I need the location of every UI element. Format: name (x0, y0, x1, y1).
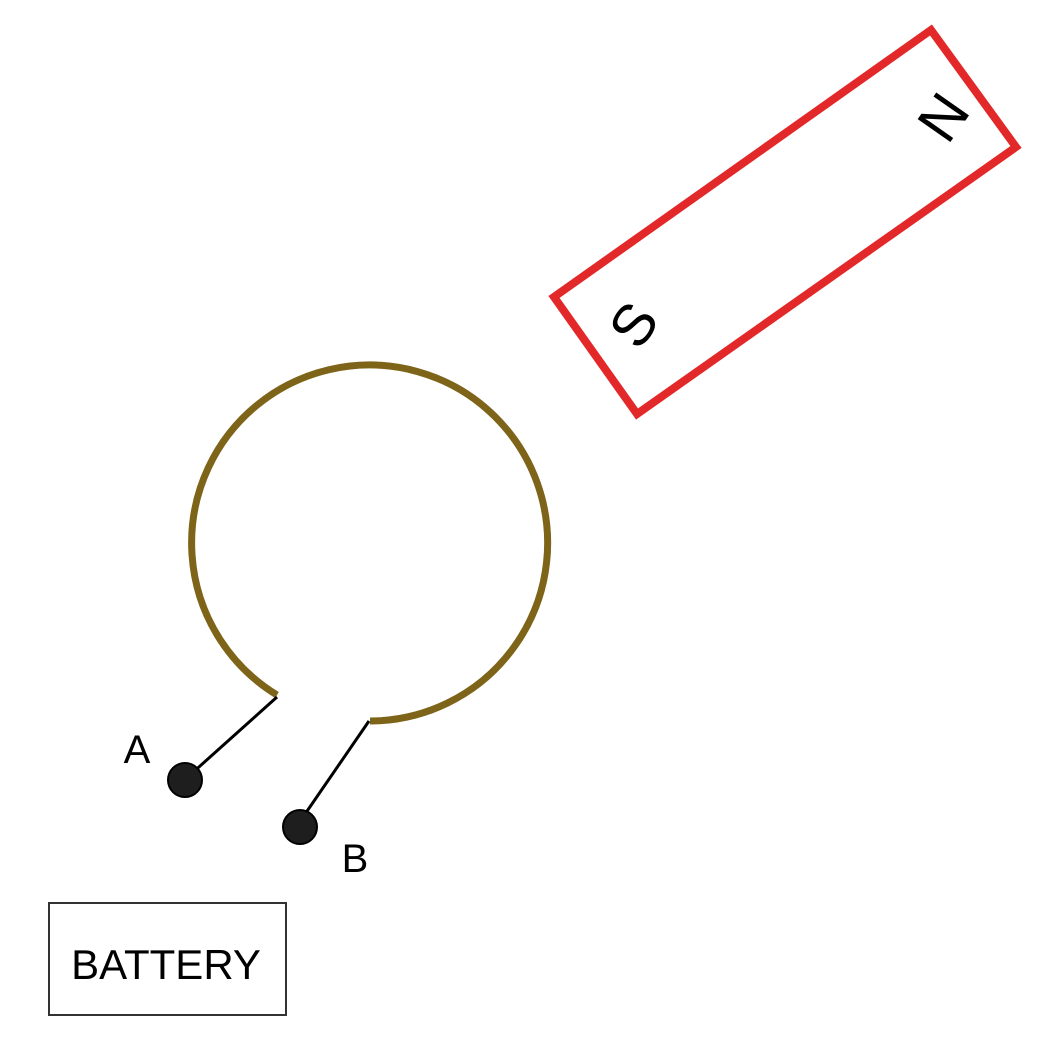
terminal-b[interactable] (282, 809, 318, 845)
terminal-b-label: B (342, 837, 369, 881)
wire-coil-loop (188, 361, 552, 725)
terminal-a-label: A (124, 728, 151, 772)
battery-label: BATTERY (71, 941, 261, 988)
lead-wire-b (301, 720, 371, 818)
magnet-north-label: N (904, 81, 981, 153)
lead-wire-a (188, 695, 279, 777)
battery-box (48, 902, 287, 1016)
terminal-a[interactable] (167, 762, 203, 798)
bar-magnet: N S (548, 24, 1022, 420)
magnet-south-label: S (596, 291, 671, 360)
battery[interactable]: BATTERY (48, 902, 287, 1016)
magnet-outline (548, 24, 1022, 420)
